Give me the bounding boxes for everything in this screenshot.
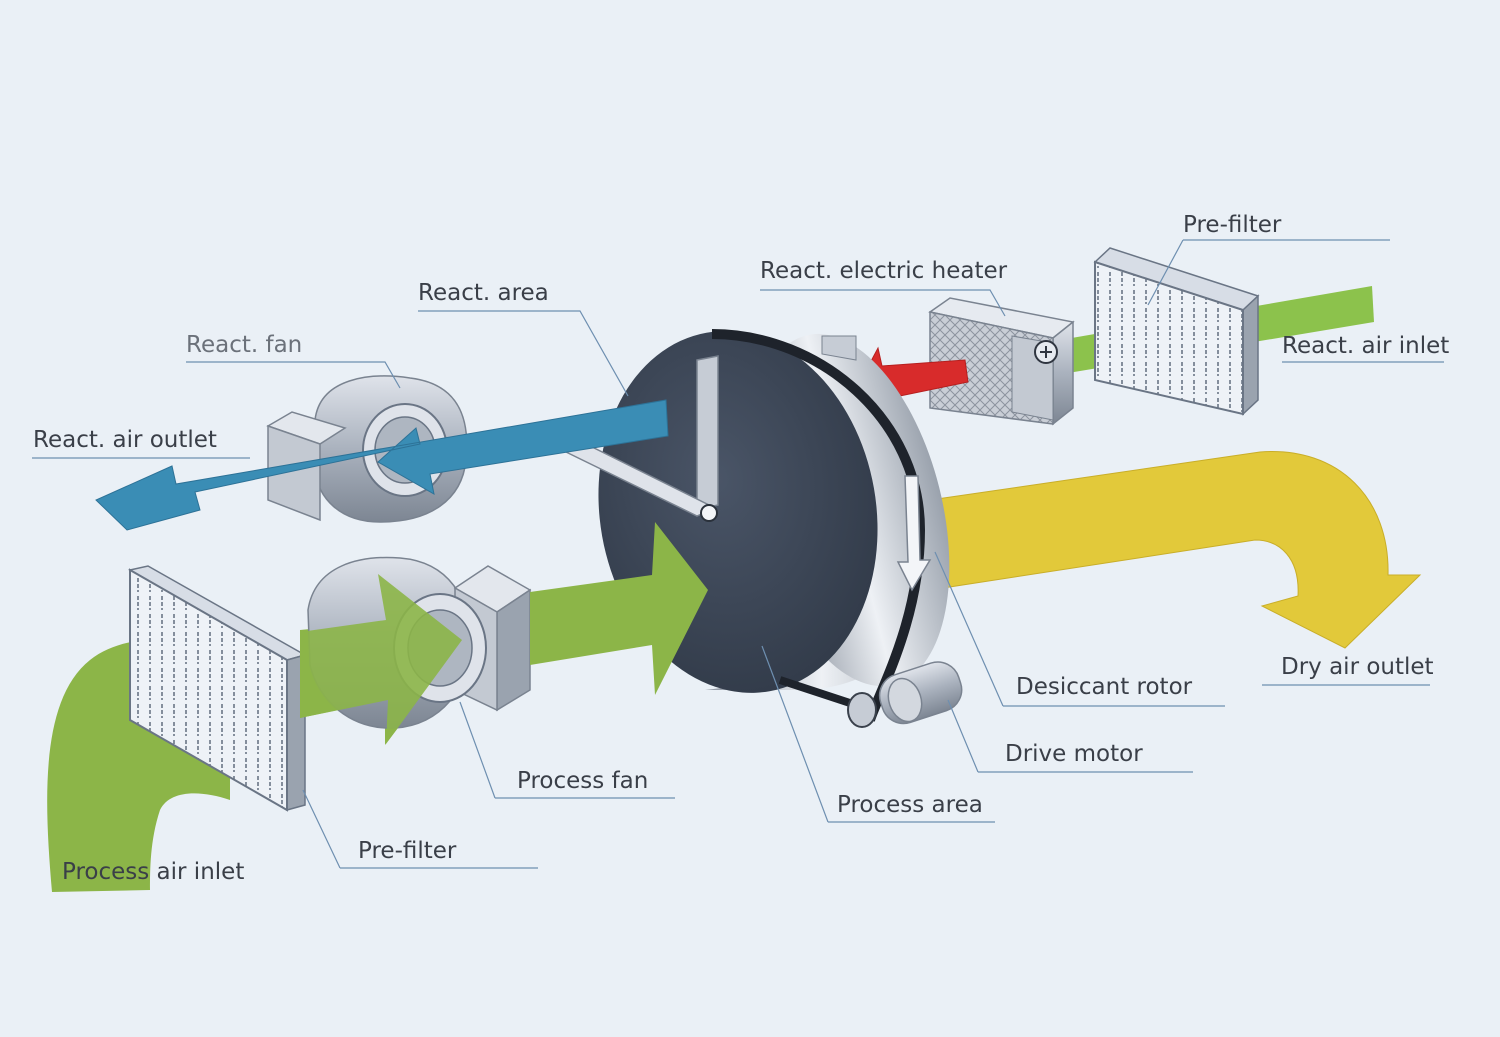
process-air-arrow bbox=[530, 522, 708, 695]
dry-air-flow-arrow bbox=[929, 451, 1422, 649]
label-desiccant-rotor: Desiccant rotor bbox=[1016, 674, 1193, 700]
reactivation-outlet-air-arrow bbox=[95, 399, 669, 531]
pre-filter-bottom-unit bbox=[127, 565, 307, 812]
label-react-air-inlet: React. air inlet bbox=[1282, 333, 1449, 359]
label-process-air-inlet: Process air inlet bbox=[62, 859, 244, 885]
label-react-fan: React. fan bbox=[186, 332, 302, 358]
drive-motor-unit bbox=[847, 661, 963, 728]
label-react-air-outlet: React. air outlet bbox=[33, 427, 217, 453]
label-process-fan: Process fan bbox=[517, 768, 648, 794]
label-pre-filter-top: Pre-filter bbox=[1183, 212, 1282, 238]
electric-heater-unit bbox=[928, 297, 1075, 426]
pre-filter-top-unit bbox=[1093, 247, 1260, 416]
label-drive-motor: Drive motor bbox=[1005, 741, 1143, 767]
label-dry-air-outlet: Dry air outlet bbox=[1281, 654, 1434, 680]
label-react-electric-heater: React. electric heater bbox=[760, 258, 1008, 284]
label-pre-filter-bottom: Pre-filter bbox=[358, 838, 457, 864]
plus-circle-icon bbox=[1034, 340, 1058, 364]
label-process-area: Process area bbox=[837, 792, 983, 818]
leader-lines bbox=[32, 239, 1444, 869]
labels: React. area React. fan React. air outlet… bbox=[33, 212, 1449, 885]
label-react-area: React. area bbox=[418, 280, 549, 306]
